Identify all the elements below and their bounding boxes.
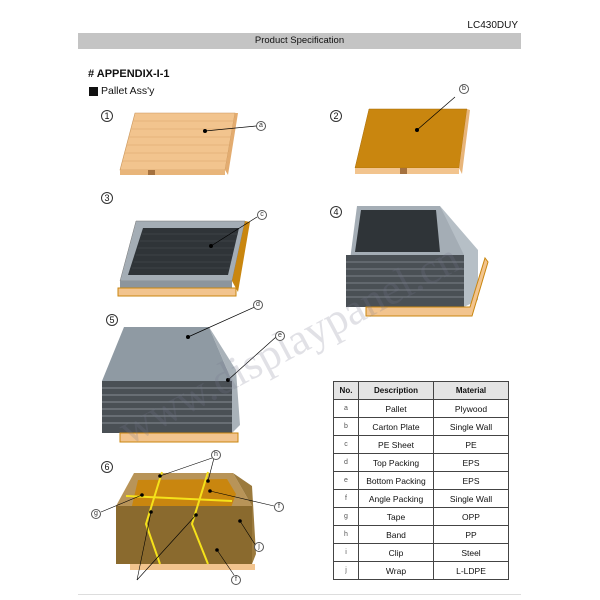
row-material: Plywood [433, 399, 509, 418]
callout-e: e [275, 331, 285, 341]
header-description: Description [358, 381, 434, 400]
callout-b: b [459, 84, 469, 94]
bottom-packing-figure [117, 216, 258, 297]
row-material: L-LDPE [433, 561, 509, 580]
callout-j: j [254, 542, 264, 552]
wrapped-pallet-figure [100, 457, 275, 581]
row-material: Single Wall [433, 489, 509, 508]
row-description: Carton Plate [358, 417, 434, 436]
document-id: LC430DUY [467, 20, 518, 31]
step-1-marker: 1 [101, 110, 113, 122]
row-description: Wrap [358, 561, 434, 580]
row-no: b [333, 417, 359, 436]
row-no: g [333, 507, 359, 526]
row-no: d [333, 453, 359, 472]
step-2-marker: 2 [330, 110, 342, 122]
row-description: Top Packing [358, 453, 434, 472]
row-description: Band [358, 525, 434, 544]
row-material: EPS [433, 453, 509, 472]
square-bullet-icon [89, 86, 98, 96]
header-no: No. [333, 381, 359, 400]
callout-a: a [256, 121, 266, 131]
stacked-panels-figure [346, 206, 489, 317]
row-material: OPP [433, 507, 509, 526]
row-description: Clip [358, 543, 434, 562]
callout-f-top: f [274, 502, 284, 512]
pallet-figure [119, 112, 257, 175]
row-description: PE Sheet [358, 435, 434, 454]
row-material: EPS [433, 471, 509, 490]
row-material: Single Wall [433, 417, 509, 436]
row-description: Angle Packing [358, 489, 434, 508]
callout-h: h [211, 450, 221, 460]
row-material: PP [433, 525, 509, 544]
row-description: Tape [358, 507, 434, 526]
appendix-heading: # APPENDIX-I-1 [88, 68, 170, 80]
row-description: Pallet [358, 399, 434, 418]
row-no: h [333, 525, 359, 544]
row-no: a [333, 399, 359, 418]
row-no: f [333, 489, 359, 508]
step-5-marker: 5 [106, 314, 118, 326]
page-title-bar: Product Specification [78, 33, 521, 49]
step-4-marker: 4 [330, 206, 342, 218]
row-no: e [333, 471, 359, 490]
row-material: Steel [433, 543, 509, 562]
row-no: c [333, 435, 359, 454]
row-no: i [333, 543, 359, 562]
section-heading: Pallet Ass'y [89, 85, 154, 97]
section-title: Pallet Ass'y [101, 85, 155, 97]
footer-divider [78, 594, 521, 595]
callout-f-bottom: f [231, 575, 241, 585]
step-6-marker: 6 [101, 461, 113, 473]
carton-plate-figure [354, 96, 470, 174]
header-material: Material [433, 381, 509, 400]
table-header-row: No. Description Material [333, 381, 509, 400]
callout-d: d [253, 300, 263, 310]
callout-g: g [91, 509, 101, 519]
callout-c: c [257, 210, 267, 220]
top-packing-figure [102, 305, 277, 443]
row-no: j [333, 561, 359, 580]
row-material: PE [433, 435, 509, 454]
row-description: Bottom Packing [358, 471, 434, 490]
step-3-marker: 3 [101, 192, 113, 204]
